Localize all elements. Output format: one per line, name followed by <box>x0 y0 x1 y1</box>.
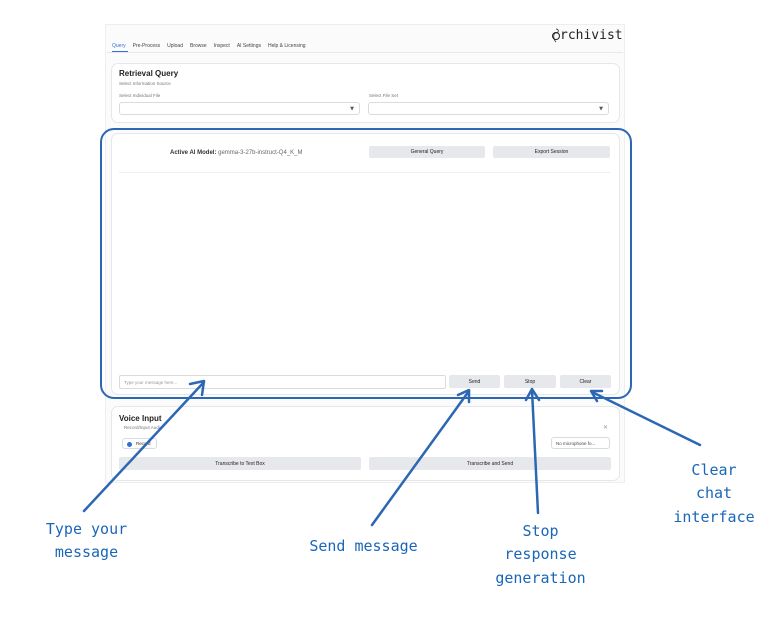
tab-divider <box>107 52 623 53</box>
active-model-name: gemma-3-27b-instruct-Q4_K_M <box>218 150 303 156</box>
record-audio-label: Record/Input Audio <box>124 425 163 430</box>
tab-help-licensing[interactable]: Help & Licensing <box>268 43 306 49</box>
send-button[interactable]: Send <box>449 375 500 388</box>
file-set-select[interactable]: ▼ <box>368 102 609 115</box>
chevron-down-icon: ▼ <box>599 106 603 112</box>
tab-query[interactable]: Query <box>112 43 126 49</box>
individual-file-label: Select Individual File <box>119 93 161 98</box>
transcribe-to-text-box-button[interactable]: Transcribe to Text Box <box>119 457 361 470</box>
microphone-select[interactable]: No microphone fo... <box>551 437 610 449</box>
annotation-send-message: Send message <box>309 537 418 555</box>
transcribe-and-send-button[interactable]: Transcribe and Send <box>369 457 611 470</box>
arrow-to-stop <box>530 388 540 515</box>
arrow-head-send <box>456 388 471 404</box>
logo-icon <box>552 28 560 43</box>
active-model-prefix: Active AI Model: <box>170 150 217 156</box>
voice-input-title: Voice Input <box>119 414 162 423</box>
record-button-label: Record <box>136 441 151 446</box>
tab-browse[interactable]: Browse <box>190 43 207 49</box>
annotation-type-message: Type your message <box>45 520 128 562</box>
individual-file-select[interactable]: ▼ <box>119 102 360 115</box>
tab-inspect[interactable]: Inspect <box>213 43 230 49</box>
stop-button[interactable]: Stop <box>504 375 556 388</box>
chat-highlight-outline <box>100 128 632 399</box>
arrow-to-input <box>82 380 206 513</box>
close-icon[interactable]: ✕ <box>603 424 609 431</box>
tab-ai-settings[interactable]: AI Settings <box>236 43 261 49</box>
retrieval-query-title: Retrieval Query <box>119 69 179 78</box>
retrieval-query-subtitle: Select Information Source <box>119 81 171 86</box>
arrow-head-input <box>188 379 206 397</box>
clear-button[interactable]: Clear <box>560 375 611 388</box>
arrow-to-send <box>370 389 471 527</box>
record-dot-icon <box>127 441 132 447</box>
active-tab-indicator <box>112 51 128 52</box>
active-model-label: Active AI Model: gemma-3-27b-instruct-Q4… <box>170 150 303 156</box>
chevron-down-icon: ▼ <box>350 106 354 112</box>
file-set-label: Select File Set <box>369 93 399 98</box>
arrow-to-clear <box>590 390 702 447</box>
export-session-button[interactable]: Export Session <box>493 146 610 158</box>
tab-upload[interactable]: Upload <box>167 43 183 49</box>
chat-history-area <box>119 172 611 371</box>
arrow-head-clear <box>589 389 604 403</box>
annotation-stop-generation: Stop response generation <box>495 522 586 587</box>
tab-bar: Query Pre-Process Upload Browse Inspect … <box>112 43 306 51</box>
app-logo: rchivist <box>560 28 623 43</box>
arrow-head-stop <box>524 387 541 402</box>
tab-pre-process[interactable]: Pre-Process <box>132 43 161 49</box>
record-button[interactable]: Record <box>122 438 157 449</box>
general-query-button[interactable]: General Query <box>369 146 485 158</box>
annotation-clear-chat: Clear chat interface <box>673 461 755 526</box>
chat-card <box>111 133 620 395</box>
